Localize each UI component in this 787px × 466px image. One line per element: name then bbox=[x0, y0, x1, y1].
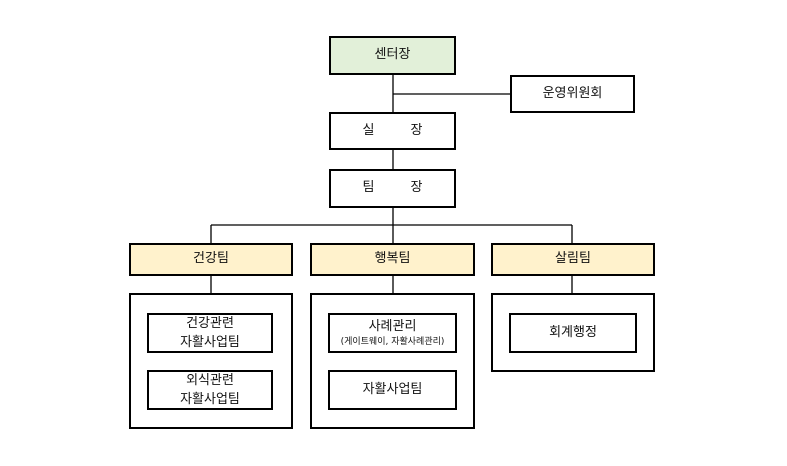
director-box: 실 장 bbox=[329, 112, 456, 150]
center-head-box: 센터장 bbox=[329, 36, 456, 75]
team-living-box: 살림팀 bbox=[491, 243, 655, 276]
committee-box: 운영위원회 bbox=[510, 75, 635, 113]
team-living-label: 살림팀 bbox=[555, 251, 591, 267]
committee-label: 운영위원회 bbox=[542, 85, 603, 101]
self-sufficiency-unit-box: 자활사업팀 bbox=[328, 370, 457, 410]
health-unit-line2: 자활사업팀 bbox=[180, 335, 240, 350]
director-label: 실 장 bbox=[362, 122, 439, 138]
food-unit-box: 외식관련 자활사업팀 bbox=[147, 370, 273, 410]
team-health-label: 건강팀 bbox=[193, 251, 229, 267]
accounting-unit-box: 회계행정 bbox=[509, 313, 637, 353]
accounting-label: 회계행정 bbox=[549, 325, 597, 341]
center-head-label: 센터장 bbox=[374, 47, 411, 63]
case-management-label: 사례관리 bbox=[368, 319, 417, 335]
food-unit-line1: 외식관련 bbox=[186, 372, 234, 388]
health-unit-line1: 건강관련 bbox=[186, 315, 234, 331]
case-management-note: (게이트웨이, 자활사례관리) bbox=[340, 336, 445, 347]
food-unit-line2: 자활사업팀 bbox=[180, 392, 240, 407]
health-unit-box: 건강관련 자활사업팀 bbox=[147, 313, 273, 353]
team-happiness-box: 행복팀 bbox=[310, 243, 475, 276]
team-health-box: 건강팀 bbox=[129, 243, 293, 276]
case-management-unit-box: 사례관리 (게이트웨이, 자활사례관리) bbox=[328, 313, 457, 353]
team-happiness-label: 행복팀 bbox=[374, 251, 411, 267]
team-lead-box: 팀 장 bbox=[329, 169, 456, 208]
self-sufficiency-label: 자활사업팀 bbox=[362, 382, 423, 398]
team-lead-label: 팀 장 bbox=[362, 180, 439, 196]
